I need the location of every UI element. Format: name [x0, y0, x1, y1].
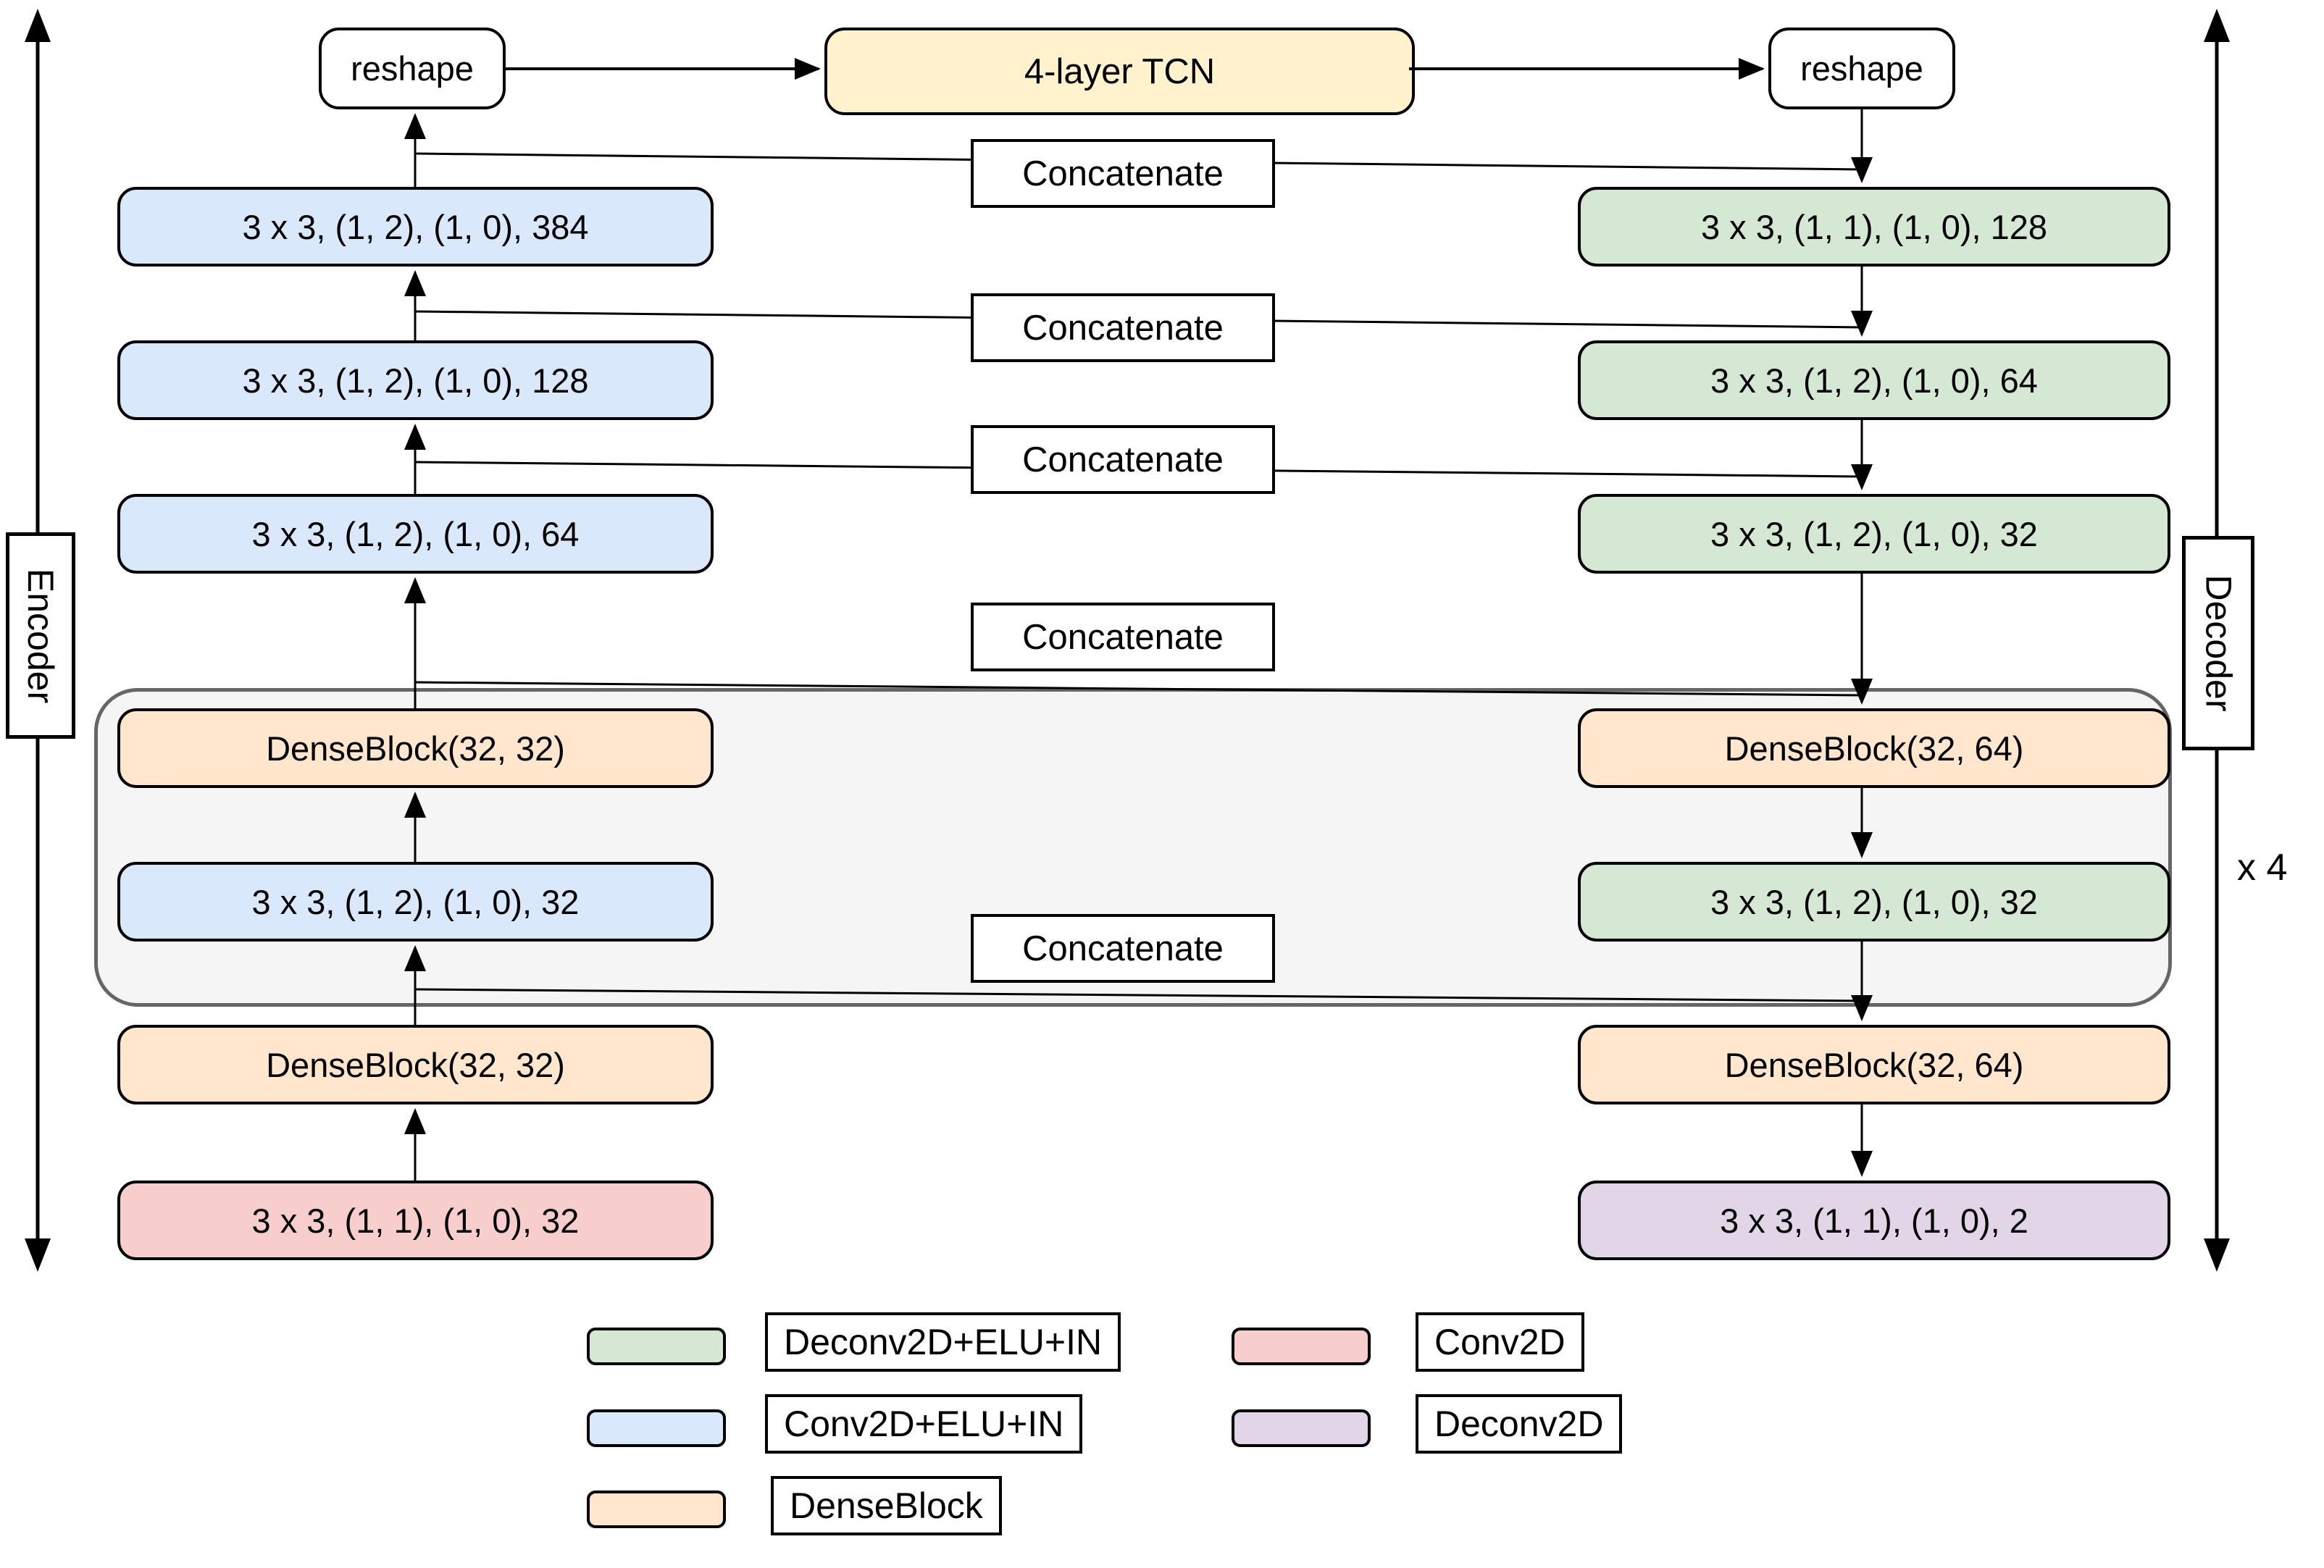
encoder-block-conv-64: 3 x 3, (1, 2), (1, 0), 64: [117, 494, 714, 574]
legend-swatch-deconv2d: [1232, 1409, 1371, 1447]
decoder-axis-label-text: Decoder: [2198, 574, 2239, 712]
concatenate-label-3: Concatenate: [971, 425, 1275, 494]
concatenate-label-2: Concatenate: [971, 293, 1275, 362]
legend-swatch-dense-block: [587, 1491, 726, 1528]
legend-swatch-conv-elu-in: [587, 1409, 726, 1447]
encoder-axis-label: Encoder: [6, 532, 75, 739]
encoder-block-conv-128: 3 x 3, (1, 2), (1, 0), 128: [117, 340, 714, 420]
encoder-block-denseblock-2: DenseBlock(32, 32): [117, 1025, 714, 1104]
decoder-block-deconv-32b: 3 x 3, (1, 2), (1, 0), 32: [1578, 862, 2170, 942]
decoder-block-deconv-128: 3 x 3, (1, 1), (1, 0), 128: [1578, 187, 2170, 267]
skip-connection-line-4: [414, 681, 1863, 697]
legend-label-deconv-elu-in: Deconv2D+ELU+IN: [765, 1312, 1121, 1372]
decoder-block-denseblock-2: DenseBlock(32, 64): [1578, 1025, 2170, 1104]
encoder-block-denseblock-1: DenseBlock(32, 32): [117, 708, 714, 788]
tcn-block: 4-layer TCN: [824, 28, 1415, 115]
repeat-count-label: x 4: [2237, 847, 2288, 889]
legend-label-dense-block: DenseBlock: [771, 1476, 1002, 1535]
encoder-axis-label-text: Encoder: [20, 568, 62, 703]
encoder-block-input-conv: 3 x 3, (1, 1), (1, 0), 32: [117, 1181, 714, 1260]
legend-swatch-deconv-elu-in: [587, 1328, 726, 1365]
decoder-block-deconv-64: 3 x 3, (1, 2), (1, 0), 64: [1578, 340, 2170, 420]
encoder-block-conv-32: 3 x 3, (1, 2), (1, 0), 32: [117, 862, 714, 942]
legend-swatch-conv2d: [1232, 1328, 1371, 1365]
legend-label-conv-elu-in: Conv2D+ELU+IN: [765, 1394, 1083, 1454]
legend-label-deconv2d: Deconv2D: [1416, 1394, 1623, 1454]
decoder-block-output-deconv: 3 x 3, (1, 1), (1, 0), 2: [1578, 1181, 2170, 1260]
concatenate-label-5: Concatenate: [971, 914, 1275, 983]
encoder-block-conv-384: 3 x 3, (1, 2), (1, 0), 384: [117, 187, 714, 267]
decoder-axis-label: Decoder: [2182, 536, 2254, 750]
reshape-node-right: reshape: [1768, 28, 1955, 109]
legend-label-conv2d: Conv2D: [1416, 1312, 1584, 1372]
skip-connection-line-5: [414, 988, 1863, 1002]
concatenate-label-1: Concatenate: [971, 139, 1275, 208]
decoder-block-denseblock-1: DenseBlock(32, 64): [1578, 708, 2170, 788]
concatenate-label-4: Concatenate: [971, 603, 1275, 671]
reshape-node-left: reshape: [319, 28, 506, 109]
decoder-block-deconv-32: 3 x 3, (1, 2), (1, 0), 32: [1578, 494, 2170, 574]
